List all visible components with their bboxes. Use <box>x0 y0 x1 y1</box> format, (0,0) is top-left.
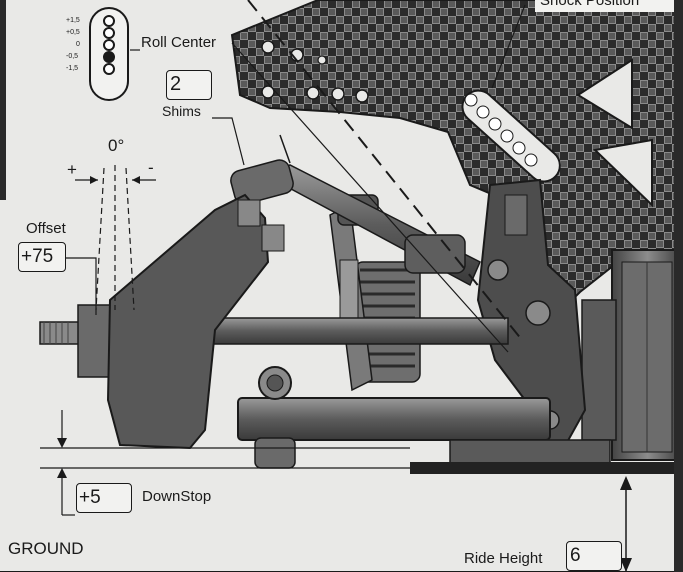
downstop-value-box: +5 <box>76 483 132 513</box>
left-edge-strip <box>0 0 6 200</box>
camber-angle-label: 0° <box>108 136 125 155</box>
shock-position-label-bg <box>535 0 675 12</box>
roll-center-scale-label: 0 <box>76 41 80 48</box>
roll-center-scale-label: -1,5 <box>66 65 79 72</box>
carbon-chassis-plate <box>230 0 683 314</box>
roll-center-scale-label: -0,5 <box>66 53 79 60</box>
ground-label: GROUND <box>8 539 84 558</box>
camber-link <box>230 134 481 287</box>
shims-leader <box>212 117 245 166</box>
camber-guide <box>75 165 156 311</box>
upright <box>106 193 285 450</box>
downstop-dimension <box>40 410 410 516</box>
ride-height-dimension <box>620 476 632 572</box>
offset-leader <box>66 257 97 315</box>
camber-minus-label: - <box>148 158 154 177</box>
shock-position-label: Shock Position <box>540 0 640 9</box>
roll-center-scale <box>89 7 129 101</box>
shims-label: Shims <box>162 103 201 119</box>
shims-value-box: 2 <box>166 70 212 100</box>
ride-height-value-box: 6 <box>566 541 622 571</box>
ride-height-label: Ride Height <box>464 550 543 567</box>
camber-plus-label: + <box>67 160 77 179</box>
offset-label: Offset <box>26 220 66 237</box>
chassis-base-plate <box>410 462 683 474</box>
offset-value-box: +75 <box>18 242 66 272</box>
downstop-label: DownStop <box>142 488 212 505</box>
roll-center-label: Roll Center <box>141 34 217 51</box>
shock-position-leader <box>491 4 526 89</box>
roll-center-line <box>247 0 523 341</box>
roll-center-scale-label: +0,5 <box>66 29 80 36</box>
right-edge-strip <box>674 0 683 572</box>
roll-center-leader-2 <box>231 42 509 353</box>
roll-center-scale-label: +1,5 <box>66 17 80 24</box>
wheel <box>581 249 683 461</box>
lower-arm <box>237 366 611 469</box>
shock-position-slot <box>461 89 561 183</box>
